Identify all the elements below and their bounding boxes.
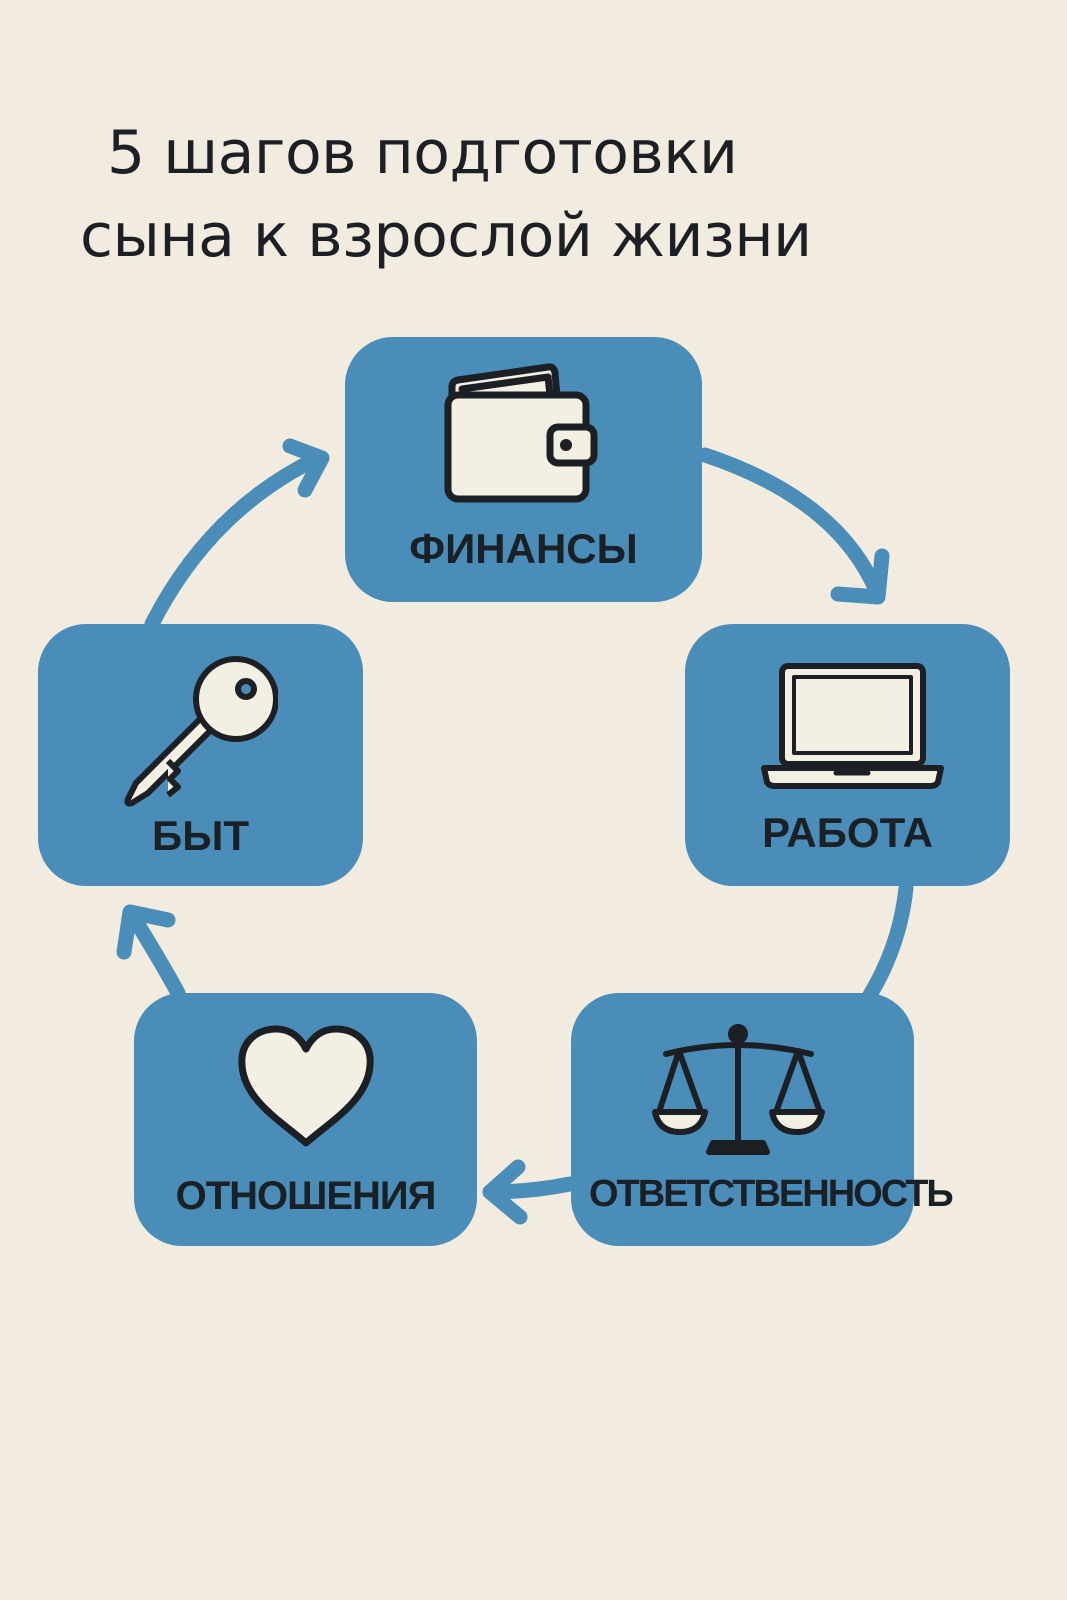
step-finance: ФИНАНСЫ [345, 337, 702, 602]
arrow-work-to-responsibility [862, 880, 914, 1003]
arrow-responsibility-to-relations [482, 1159, 578, 1225]
step-work: РАБОТА [685, 624, 1010, 886]
step-home-label: БЫТ [152, 812, 249, 859]
step-relations-label: ОТНОШЕНИЯ [175, 1174, 437, 1218]
step-home: БЫТ [38, 624, 363, 886]
scales-icon [652, 1024, 825, 1155]
step-responsibility: ОТВЕТСТВЕННОСТЬ [571, 993, 954, 1246]
arrow-relations-to-home [116, 904, 186, 1001]
title-line-1: 5 шагов подготовки [107, 118, 738, 188]
step-finance-label: ФИНАНСЫ [409, 525, 638, 572]
key-icon [124, 656, 278, 807]
step-work-label: РАБОТА [762, 809, 933, 856]
title-line-2: сына к взрослой жизни [80, 201, 812, 271]
diagram-title: 5 шагов подготовки сына к взрослой жизни [0, 0, 1067, 300]
wallet-icon [444, 363, 598, 503]
laptop-icon [761, 663, 944, 789]
arrow-finance-to-work [697, 447, 890, 605]
arrow-home-to-finance [144, 438, 330, 632]
heart-icon [238, 1025, 374, 1147]
step-responsibility-label: ОТВЕТСТВЕННОСТЬ [589, 1173, 954, 1215]
step-relations: ОТНОШЕНИЯ [134, 993, 477, 1246]
